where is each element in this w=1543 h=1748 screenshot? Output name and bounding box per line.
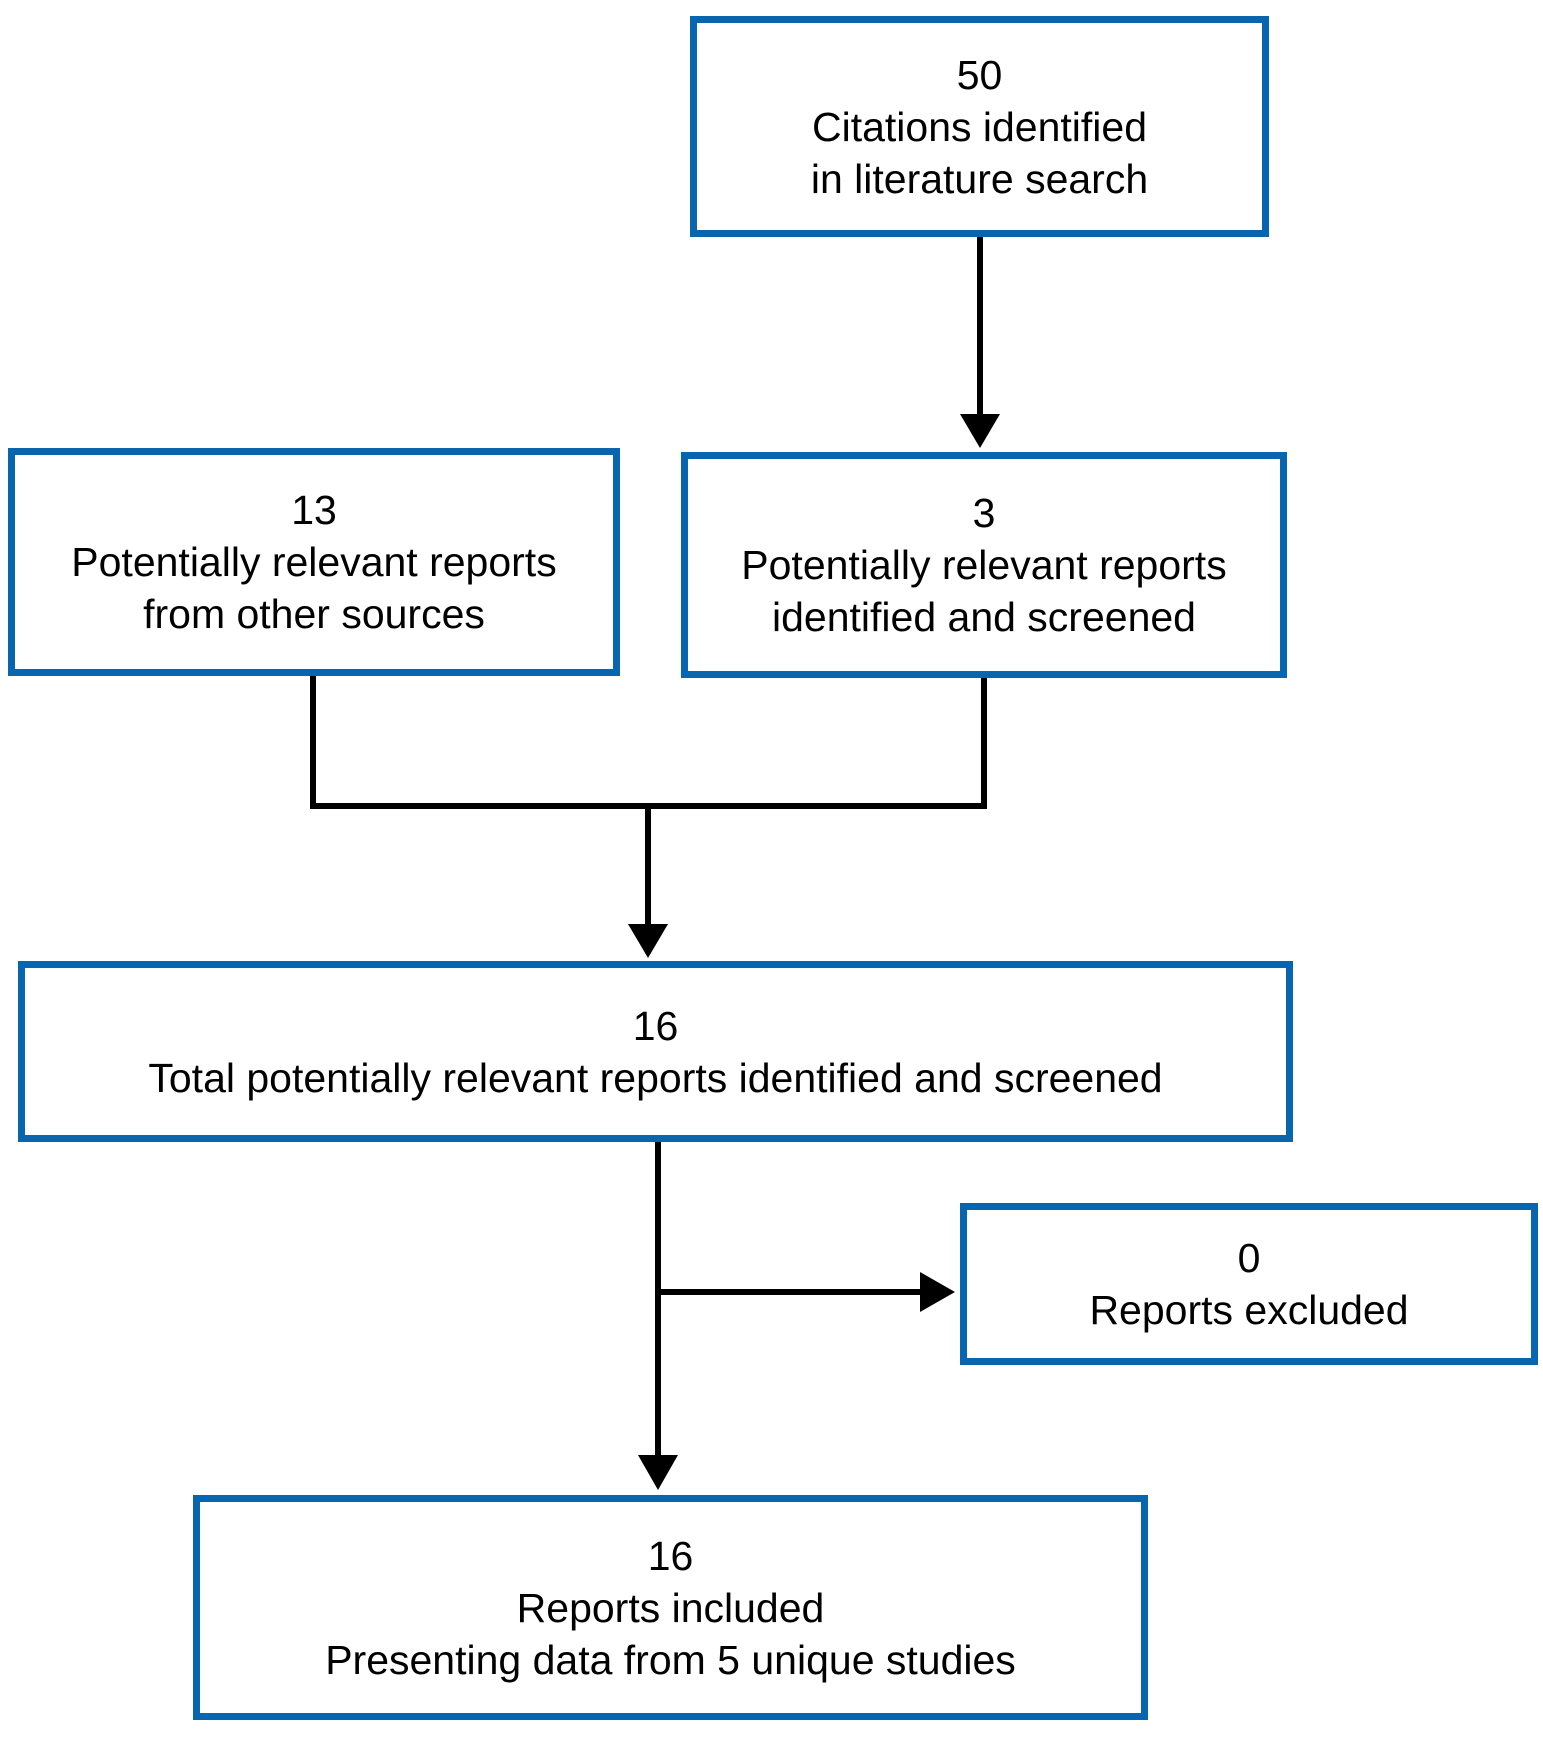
box-reports-excluded: 0 Reports excluded — [960, 1203, 1538, 1365]
total-count: 16 — [632, 1002, 679, 1049]
screened-line1: Potentially relevant reports — [741, 542, 1227, 588]
other-sources-line1: Potentially relevant reports — [71, 539, 557, 585]
arrowhead-total-to-excluded — [920, 1272, 955, 1312]
screened-count: 3 — [972, 490, 996, 536]
screened-line2: identified and screened — [772, 594, 1196, 640]
included-count: 16 — [647, 1532, 694, 1579]
citations-line1: Citations identified — [811, 103, 1148, 150]
arrowhead-citations-to-screened — [960, 414, 1000, 448]
other-sources-line2: from other sources — [143, 591, 485, 637]
excluded-count: 0 — [1237, 1235, 1261, 1281]
citations-line2: in literature search — [810, 155, 1149, 202]
box-total-screened: 16 Total potentially relevant reports id… — [18, 961, 1293, 1142]
included-line2: Presenting data from 5 unique studies — [325, 1636, 1016, 1683]
box-citations-identified: 50 Citations identified in literature se… — [690, 16, 1269, 237]
box-reports-included: 16 Reports included Presenting data from… — [193, 1495, 1148, 1720]
included-line1: Reports included — [516, 1584, 825, 1631]
other-sources-count: 13 — [291, 487, 337, 533]
total-line1: Total potentially relevant reports ident… — [148, 1054, 1163, 1101]
arrowhead-merge-to-total — [628, 924, 668, 958]
excluded-line1: Reports excluded — [1089, 1287, 1409, 1333]
box-other-sources: 13 Potentially relevant reports from oth… — [8, 448, 620, 676]
box-identified-screened: 3 Potentially relevant reports identifie… — [681, 452, 1287, 678]
citations-count: 50 — [956, 51, 1003, 98]
arrowhead-total-to-included — [638, 1455, 678, 1490]
